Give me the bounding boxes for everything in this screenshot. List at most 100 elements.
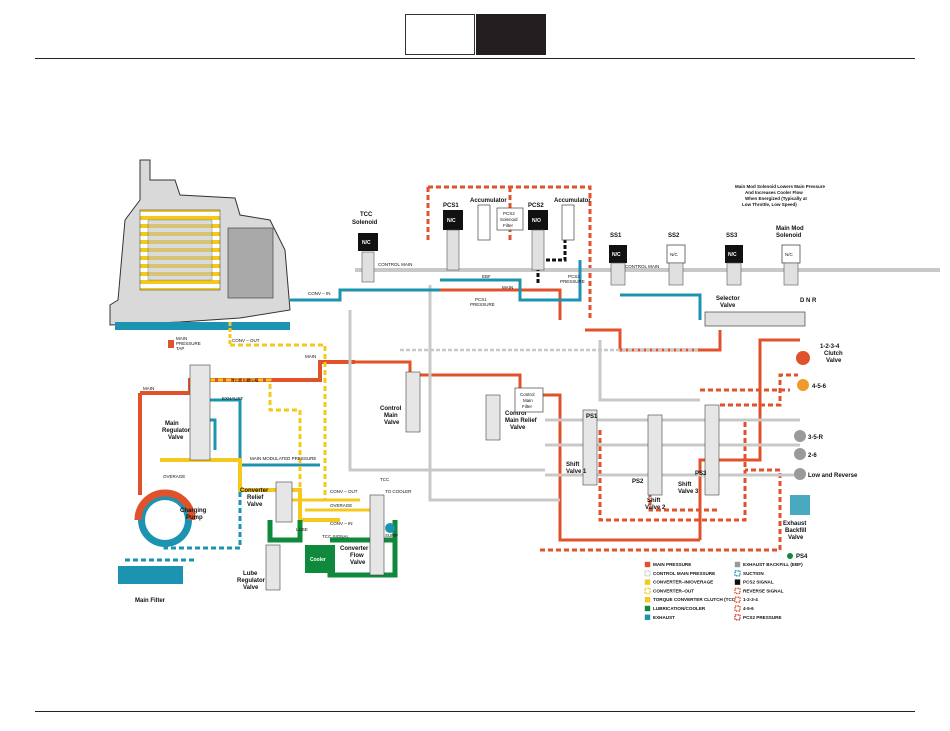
accumulator-1: Accumulator	[470, 198, 507, 241]
clutch-low-reverse: Low and Reverse	[794, 468, 858, 480]
legend-label: MAIN PRESSURE	[653, 562, 691, 567]
svg-text:PRESSURE: PRESSURE	[560, 279, 585, 284]
svg-text:Valve: Valve	[510, 425, 526, 431]
svg-text:SS1: SS1	[610, 233, 622, 239]
clutch-35r: 3-5-R	[794, 430, 824, 442]
svg-text:PCS2: PCS2	[503, 211, 515, 216]
legend-swatch	[644, 587, 651, 595]
svg-text:Valve: Valve	[243, 585, 259, 591]
svg-text:Accumulator: Accumulator	[554, 198, 591, 204]
line-labels: CONV – IN CONV – OUT MAIN MAIN MAIN CONT…	[143, 262, 659, 539]
svg-text:PCS2: PCS2	[528, 203, 544, 209]
legend-swatch	[734, 579, 741, 585]
svg-text:Lube: Lube	[243, 571, 258, 577]
control-main-filter: Control Main Filter	[514, 387, 544, 413]
svg-text:EXHAUST: EXHAUST	[222, 396, 244, 401]
bottom-rule	[35, 711, 915, 712]
legend-label: REVERSE SIGNAL	[743, 588, 784, 593]
svg-text:Valve: Valve	[247, 502, 263, 508]
svg-text:Valve 2: Valve 2	[645, 505, 666, 511]
legend-label: EXHAUST BACKFILL (EBF)	[743, 562, 803, 567]
svg-text:SS3: SS3	[726, 233, 738, 239]
legend-label: LUBRICATION/COOLER	[653, 606, 706, 611]
svg-text:CONTROL MAIN: CONTROL MAIN	[625, 264, 659, 269]
svg-text:CONV – OUT: CONV – OUT	[330, 489, 358, 494]
svg-text:Valve 1: Valve 1	[566, 469, 587, 475]
svg-text:Solenoid: Solenoid	[776, 233, 802, 239]
svg-text:Valve: Valve	[350, 560, 366, 566]
legend-label: CONVERTER–IN/OVERAGE	[653, 580, 713, 585]
clutch-1234-valve: 1-2-3-4 Clutch Valve	[796, 344, 843, 365]
svg-text:Clutch: Clutch	[824, 351, 843, 357]
svg-text:N/C: N/C	[447, 218, 456, 224]
svg-text:Main Mod: Main Mod	[776, 226, 804, 232]
main-regulator-valve: Main Regulator Valve	[162, 364, 211, 461]
svg-text:Backfill: Backfill	[785, 528, 807, 534]
header-white-block	[405, 14, 475, 55]
svg-text:Control: Control	[505, 411, 527, 417]
svg-text:And Increases Cooler Flow: And Increases Cooler Flow	[745, 190, 803, 195]
svg-text:Solenoid: Solenoid	[500, 217, 518, 222]
legend-label: PCS2 PRESSURE	[743, 615, 782, 620]
svg-text:Accumulator: Accumulator	[470, 198, 507, 204]
svg-text:MAIN: MAIN	[305, 354, 316, 359]
legend-swatch	[734, 596, 741, 603]
svg-text:N/C: N/C	[728, 252, 737, 258]
top-rule	[35, 58, 915, 59]
pcs2-solenoid: N/O PCS2	[528, 203, 548, 271]
charging-pump: Charging Pump	[134, 489, 207, 547]
svg-text:Valve: Valve	[720, 303, 736, 309]
svg-text:MAIN: MAIN	[143, 386, 154, 391]
svg-text:Relief: Relief	[247, 495, 264, 501]
transmission-housing	[109, 159, 320, 345]
svg-text:N/C: N/C	[670, 252, 679, 257]
legend-swatch	[644, 614, 651, 620]
legend-label: EXHAUST	[653, 615, 675, 620]
control-main-relief-valve: Control Main Relief Valve	[485, 394, 538, 441]
legend-label: 4-5-6	[743, 606, 754, 611]
shift-valve-3: PS3 Shift Valve 3	[678, 404, 720, 496]
ss2-solenoid: SS2 N/C	[666, 233, 686, 286]
svg-text:Valve: Valve	[788, 535, 804, 541]
svg-text:Valve: Valve	[168, 435, 184, 441]
converter-relief-valve: Converter Relief Valve	[240, 481, 293, 523]
svg-text:CONV – IN: CONV – IN	[330, 521, 353, 526]
legend-swatch	[734, 587, 741, 595]
svg-text:1-2-3-4: 1-2-3-4	[820, 344, 840, 350]
svg-text:Flow: Flow	[350, 553, 364, 559]
svg-text:PRESSURE: PRESSURE	[176, 341, 201, 346]
legend-swatch	[734, 570, 741, 577]
svg-text:Low Throttle, Low Speed): Low Throttle, Low Speed)	[742, 202, 797, 207]
svg-text:Main Filter: Main Filter	[135, 598, 166, 604]
svg-text:TAP: TAP	[176, 346, 184, 351]
pcs2-solenoid-filter: PCS2 Solenoid Filter	[496, 207, 524, 231]
svg-text:PS4: PS4	[796, 554, 808, 560]
header-black-block	[476, 14, 546, 55]
svg-text:OVERAGE: OVERAGE	[163, 474, 185, 479]
svg-text:D N R: D N R	[800, 298, 817, 304]
legend-swatch	[734, 614, 741, 621]
svg-text:Filter: Filter	[522, 404, 533, 409]
exhaust-backfill-valve: Exhaust Backfill Valve	[783, 495, 810, 541]
svg-text:N/C: N/C	[612, 252, 621, 258]
svg-text:Selector: Selector	[716, 296, 740, 302]
svg-text:PRESSURE: PRESSURE	[470, 302, 495, 307]
ss3-solenoid: SS3 N/C	[725, 233, 743, 286]
svg-text:Filter: Filter	[503, 223, 514, 228]
svg-text:CONTROL MAIN: CONTROL MAIN	[378, 262, 412, 267]
svg-text:PCS1: PCS1	[443, 203, 459, 209]
legend-label: 1-2-3-4	[743, 597, 758, 602]
svg-text:CONV – OUT: CONV – OUT	[232, 338, 260, 343]
shift-valve-1: PS1 Shift Valve 1	[566, 409, 598, 486]
clutch-26: 2-6	[794, 448, 817, 460]
legend-swatch	[644, 561, 651, 568]
lube-regulator-valve: Lube Regulator Valve	[237, 544, 281, 591]
svg-text:MAIN: MAIN	[176, 336, 187, 341]
ps4-label: PS4	[787, 553, 808, 560]
svg-text:3-5-R: 3-5-R	[808, 435, 824, 441]
svg-text:Converter: Converter	[340, 546, 369, 552]
svg-text:Shift: Shift	[566, 462, 579, 468]
legend-label: TORQUE CONVERTER CLUTCH (TCC)	[653, 597, 737, 602]
